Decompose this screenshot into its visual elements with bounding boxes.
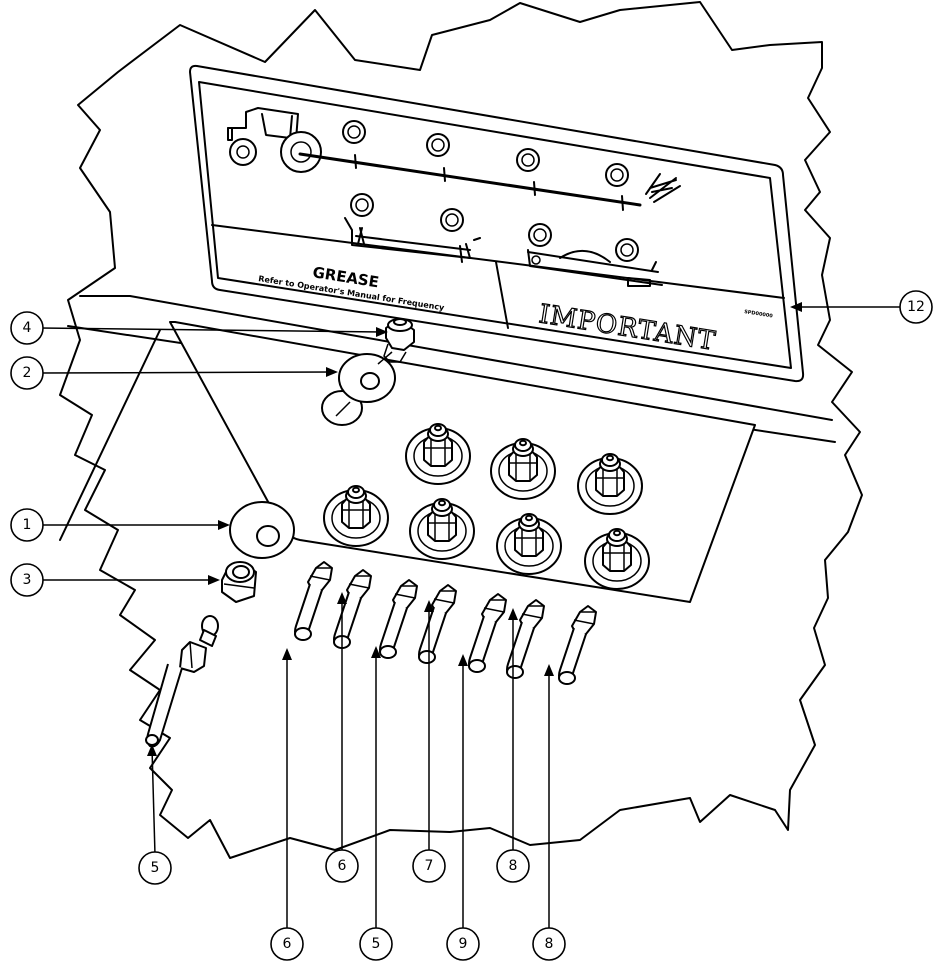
- exploded-washer-top: [338, 351, 396, 403]
- callout-8-b: 8: [532, 927, 566, 961]
- lube-point-icon: [350, 193, 374, 217]
- exploded-elbow-left: [145, 615, 219, 748]
- lube-point-icon: [426, 133, 450, 157]
- leader-lines: [39, 306, 916, 928]
- callout-4: 4: [10, 311, 44, 345]
- linkage-icon: [344, 217, 481, 263]
- lube-point-icon: [528, 223, 552, 247]
- svg-text:1: 1: [23, 517, 32, 533]
- frame-top-edge: [79, 295, 833, 421]
- svg-text:5: 5: [372, 936, 381, 952]
- tractor-icon: [227, 107, 322, 173]
- tines-icon: [645, 173, 681, 203]
- svg-text:5: 5: [151, 860, 160, 876]
- callout-5-left: 5: [138, 851, 172, 885]
- svg-text:8: 8: [509, 858, 518, 874]
- callout-5-mid: 5: [359, 927, 393, 961]
- lube-point-icon: [615, 238, 639, 262]
- svg-text:6: 6: [283, 936, 292, 952]
- grease-decal: GREASE Refer to Operator's Manual for Fr…: [189, 64, 805, 383]
- svg-text:7: 7: [425, 858, 434, 874]
- leader-arrows: [147, 302, 802, 756]
- callout-12: 12: [899, 290, 933, 324]
- exploded-washer-left: [229, 501, 295, 559]
- break-out-outline: [59, 1, 863, 859]
- decal-part-number: SPD00000: [744, 309, 774, 320]
- svg-text:12: 12: [907, 299, 925, 315]
- lube-point-icon: [516, 148, 540, 172]
- callout-8-a: 8: [496, 849, 530, 883]
- svg-text:9: 9: [459, 936, 468, 952]
- gauge-wheel-icon: [527, 249, 663, 287]
- svg-text:8: 8: [545, 936, 554, 952]
- callout-6-b: 6: [325, 849, 359, 883]
- callout-2: 2: [10, 356, 44, 390]
- callout-3: 3: [10, 563, 44, 597]
- lube-point-icon: [342, 120, 366, 144]
- exploded-fitting-top: [383, 318, 415, 363]
- lube-point-icon: [440, 208, 464, 232]
- frame-left-diagonal: [59, 329, 161, 541]
- svg-text:2: 2: [23, 365, 32, 381]
- exploded-nut-left: [221, 561, 257, 603]
- lube-point-icon: [605, 163, 629, 187]
- callout-6-a: 6: [270, 927, 304, 961]
- plug-hole: [321, 390, 363, 426]
- svg-text:6: 6: [338, 858, 347, 874]
- svg-text:4: 4: [23, 320, 32, 336]
- svg-text:3: 3: [23, 572, 32, 588]
- callout-9: 9: [446, 927, 480, 961]
- callout-1: 1: [10, 508, 44, 542]
- callout-7: 7: [412, 849, 446, 883]
